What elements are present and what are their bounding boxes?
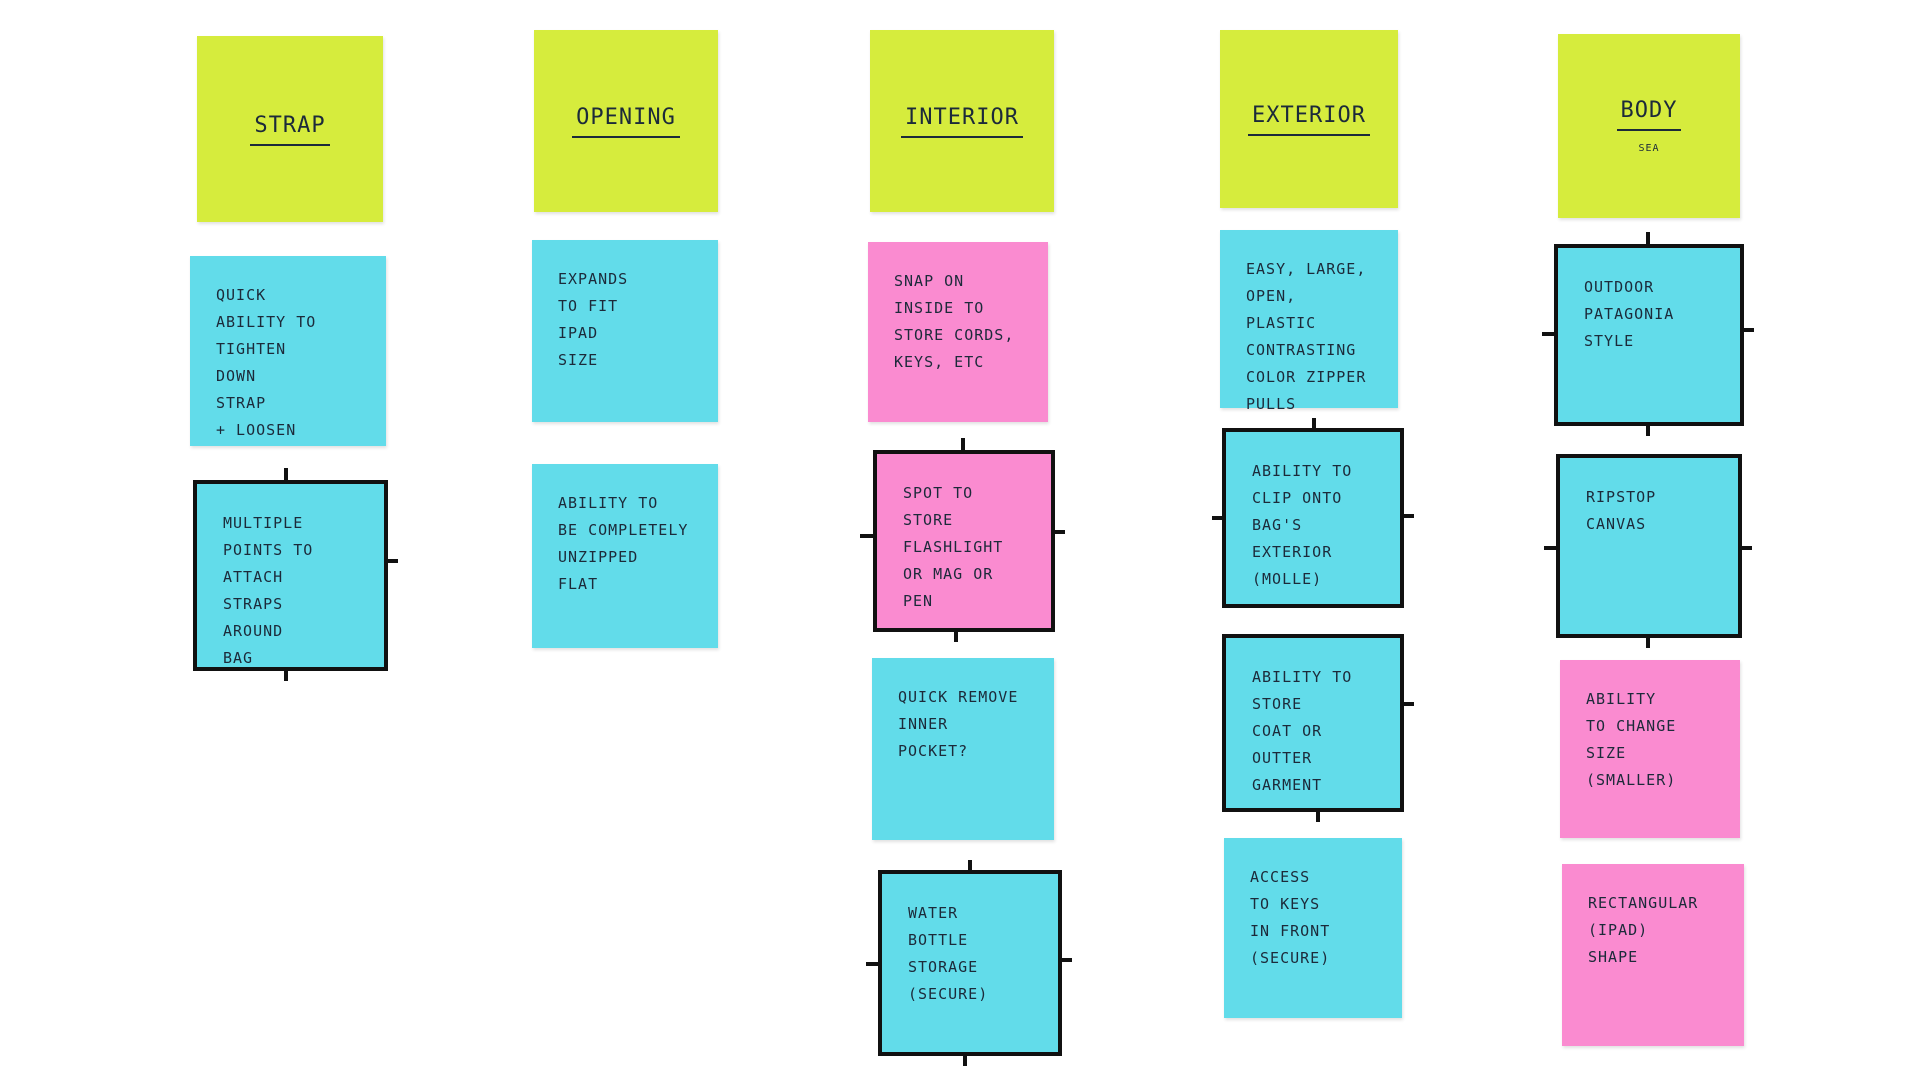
outline-tick-mark <box>284 468 288 482</box>
note-text: Rectangular (iPad) shape <box>1588 894 1699 966</box>
header-label: Opening <box>572 104 680 138</box>
sticky-note[interactable]: Easy, large, open, plastic contrasting c… <box>1220 230 1398 413</box>
outline-tick-mark <box>1646 634 1650 648</box>
sticky-note-highlighted[interactable]: Ability to clip onto bag's exterior (Mol… <box>1222 428 1404 608</box>
outline-tick-mark <box>1051 530 1065 534</box>
sticky-note[interactable]: Quick remove inner pocket? <box>872 658 1054 840</box>
outline-tick-mark <box>963 1052 967 1066</box>
sticky-note[interactable]: Ability to be completely unzipped flat <box>532 464 718 648</box>
note-text: Access to keys in front (secure) <box>1250 868 1331 967</box>
note-text: Easy, large, open, plastic contrasting c… <box>1246 260 1367 413</box>
outline-tick-mark <box>1400 702 1414 706</box>
outline-tick-mark <box>1400 514 1414 518</box>
header-note-interior[interactable]: Interior <box>870 30 1054 212</box>
sticky-note[interactable]: Ability to change size (smaller) <box>1560 660 1740 838</box>
outline-tick-mark <box>384 559 398 563</box>
outline-tick-mark <box>1646 422 1650 436</box>
header-note-body[interactable]: Body sea <box>1558 34 1740 218</box>
note-text: Ability to store coat or outter garment <box>1252 668 1353 794</box>
outline-tick-mark <box>968 860 972 874</box>
note-text: Water bottle storage (secure) <box>908 904 989 1003</box>
header-label: Interior <box>901 104 1023 138</box>
outline-tick-mark <box>866 962 880 966</box>
outline-tick-mark <box>1212 516 1226 520</box>
header-note-exterior[interactable]: Exterior <box>1220 30 1398 208</box>
sticky-note-highlighted[interactable]: Multiple Points to Attach Straps Around … <box>193 480 388 671</box>
note-text: Quick Ability to Tighten down strap + lo… <box>216 286 317 439</box>
note-text: Ability to change size (smaller) <box>1586 690 1677 789</box>
sticky-note[interactable]: Rectangular (iPad) shape <box>1562 864 1744 1046</box>
header-label: Body <box>1616 97 1682 131</box>
outline-tick-mark <box>1738 546 1752 550</box>
outline-tick-mark <box>1312 418 1316 432</box>
note-text: Snap on inside to store cords, keys, etc <box>894 272 1015 371</box>
note-text: Ability to clip onto bag's exterior (Mol… <box>1252 462 1353 588</box>
outline-tick-mark <box>954 628 958 642</box>
outline-tick-mark <box>1316 808 1320 822</box>
note-text: Quick remove inner pocket? <box>898 688 1019 760</box>
outline-tick-mark <box>1542 332 1556 336</box>
outline-tick-mark <box>1646 232 1650 246</box>
sticky-note-highlighted[interactable]: Ability to store coat or outter garment <box>1222 634 1404 812</box>
outline-tick-mark <box>961 438 965 452</box>
note-text: Ripstop canvas <box>1586 488 1657 533</box>
note-text: Expands to fit iPad size <box>558 270 629 369</box>
note-text: Multiple Points to Attach Straps Around … <box>223 514 314 667</box>
sticky-note-highlighted[interactable]: Water bottle storage (secure) <box>878 870 1062 1056</box>
header-label: Strap <box>250 112 330 146</box>
sticky-note[interactable]: Snap on inside to store cords, keys, etc <box>868 242 1048 422</box>
outline-tick-mark <box>1740 328 1754 332</box>
outline-tick-mark <box>284 667 288 681</box>
header-note-strap[interactable]: Strap <box>197 36 383 222</box>
sticky-note-highlighted[interactable]: Spot to store flashlight or mag or pen <box>873 450 1055 632</box>
outline-tick-mark <box>1058 958 1072 962</box>
sticky-note-highlighted[interactable]: Outdoor Patagonia style <box>1554 244 1744 426</box>
sticky-note[interactable]: Expands to fit iPad size <box>532 240 718 422</box>
sticky-note[interactable]: Quick Ability to Tighten down strap + lo… <box>190 256 386 446</box>
outline-tick-mark <box>1544 546 1558 550</box>
note-text: Ability to be completely unzipped flat <box>558 494 689 593</box>
note-text: Spot to store flashlight or mag or pen <box>903 484 1004 610</box>
sticky-note[interactable]: Access to keys in front (secure) <box>1224 838 1402 1018</box>
sticky-note-highlighted[interactable]: Ripstop canvas <box>1556 454 1742 638</box>
outline-tick-mark <box>860 534 874 538</box>
note-text: Outdoor Patagonia style <box>1584 278 1675 350</box>
header-label: Exterior <box>1248 102 1370 136</box>
header-note-opening[interactable]: Opening <box>534 30 718 212</box>
header-sub-label: sea <box>1638 143 1660 154</box>
